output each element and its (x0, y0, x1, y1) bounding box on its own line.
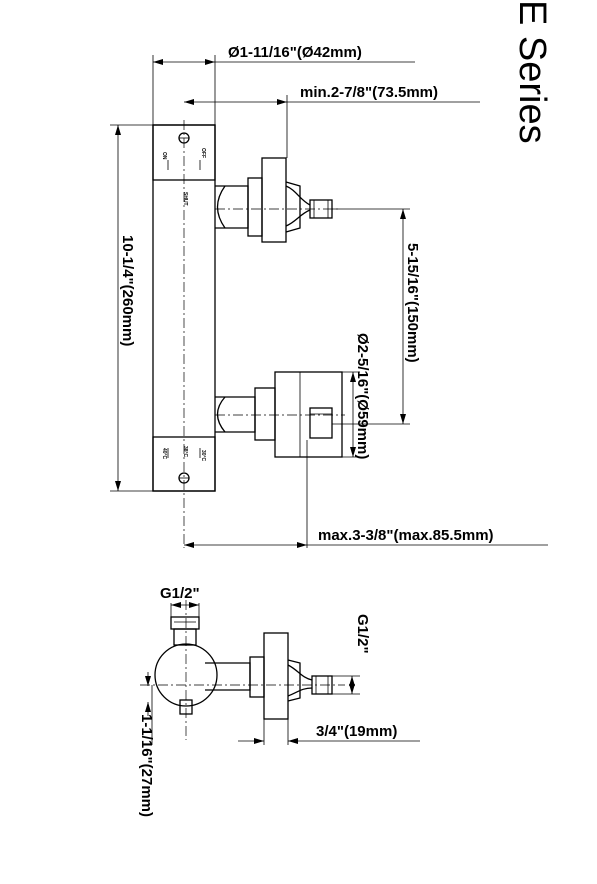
label-side-thread: G1/2" (354, 614, 371, 654)
marking-38c: 38°C (182, 446, 188, 458)
upper-inlet (215, 157, 340, 243)
marking-30c: 30°C (200, 450, 206, 462)
label-max-depth: max.3-3/8"(max.85.5mm) (318, 527, 494, 544)
marking-shut: SHUT (182, 192, 188, 206)
label-width-diameter: Ø1-11/16"(Ø42mm) (228, 44, 362, 61)
body-bottom-cap (152, 436, 216, 492)
label-knob-diameter: Ø2-5/16"(Ø59mm) (354, 333, 371, 459)
marking-40c: 40°C (161, 448, 167, 460)
front-view: ON OFF SHUT 40°C 38°C 30°C (110, 44, 548, 548)
lower-inlet (215, 371, 345, 458)
label-min-depth: min.2-7/8"(73.5mm) (300, 84, 438, 101)
label-top-thread: G1/2" (160, 585, 200, 602)
label-inlet-spacing: 5-15/16"(150mm) (404, 243, 421, 363)
label-height: 10-1/4"(260mm) (119, 235, 136, 346)
side-flange (263, 632, 289, 720)
marking-on: ON (161, 152, 167, 160)
side-view: G1/2" G1/2" 3/4"(19mm) 1-1/16"(27mm) (138, 585, 420, 817)
marking-off: OFF (200, 148, 206, 158)
label-flange: 3/4"(19mm) (316, 723, 397, 740)
label-offset: 1-1/16"(27mm) (138, 714, 155, 817)
series-title: E Series (511, 0, 553, 144)
top-thread-fitting (170, 616, 200, 630)
bottom-pin (179, 699, 193, 715)
